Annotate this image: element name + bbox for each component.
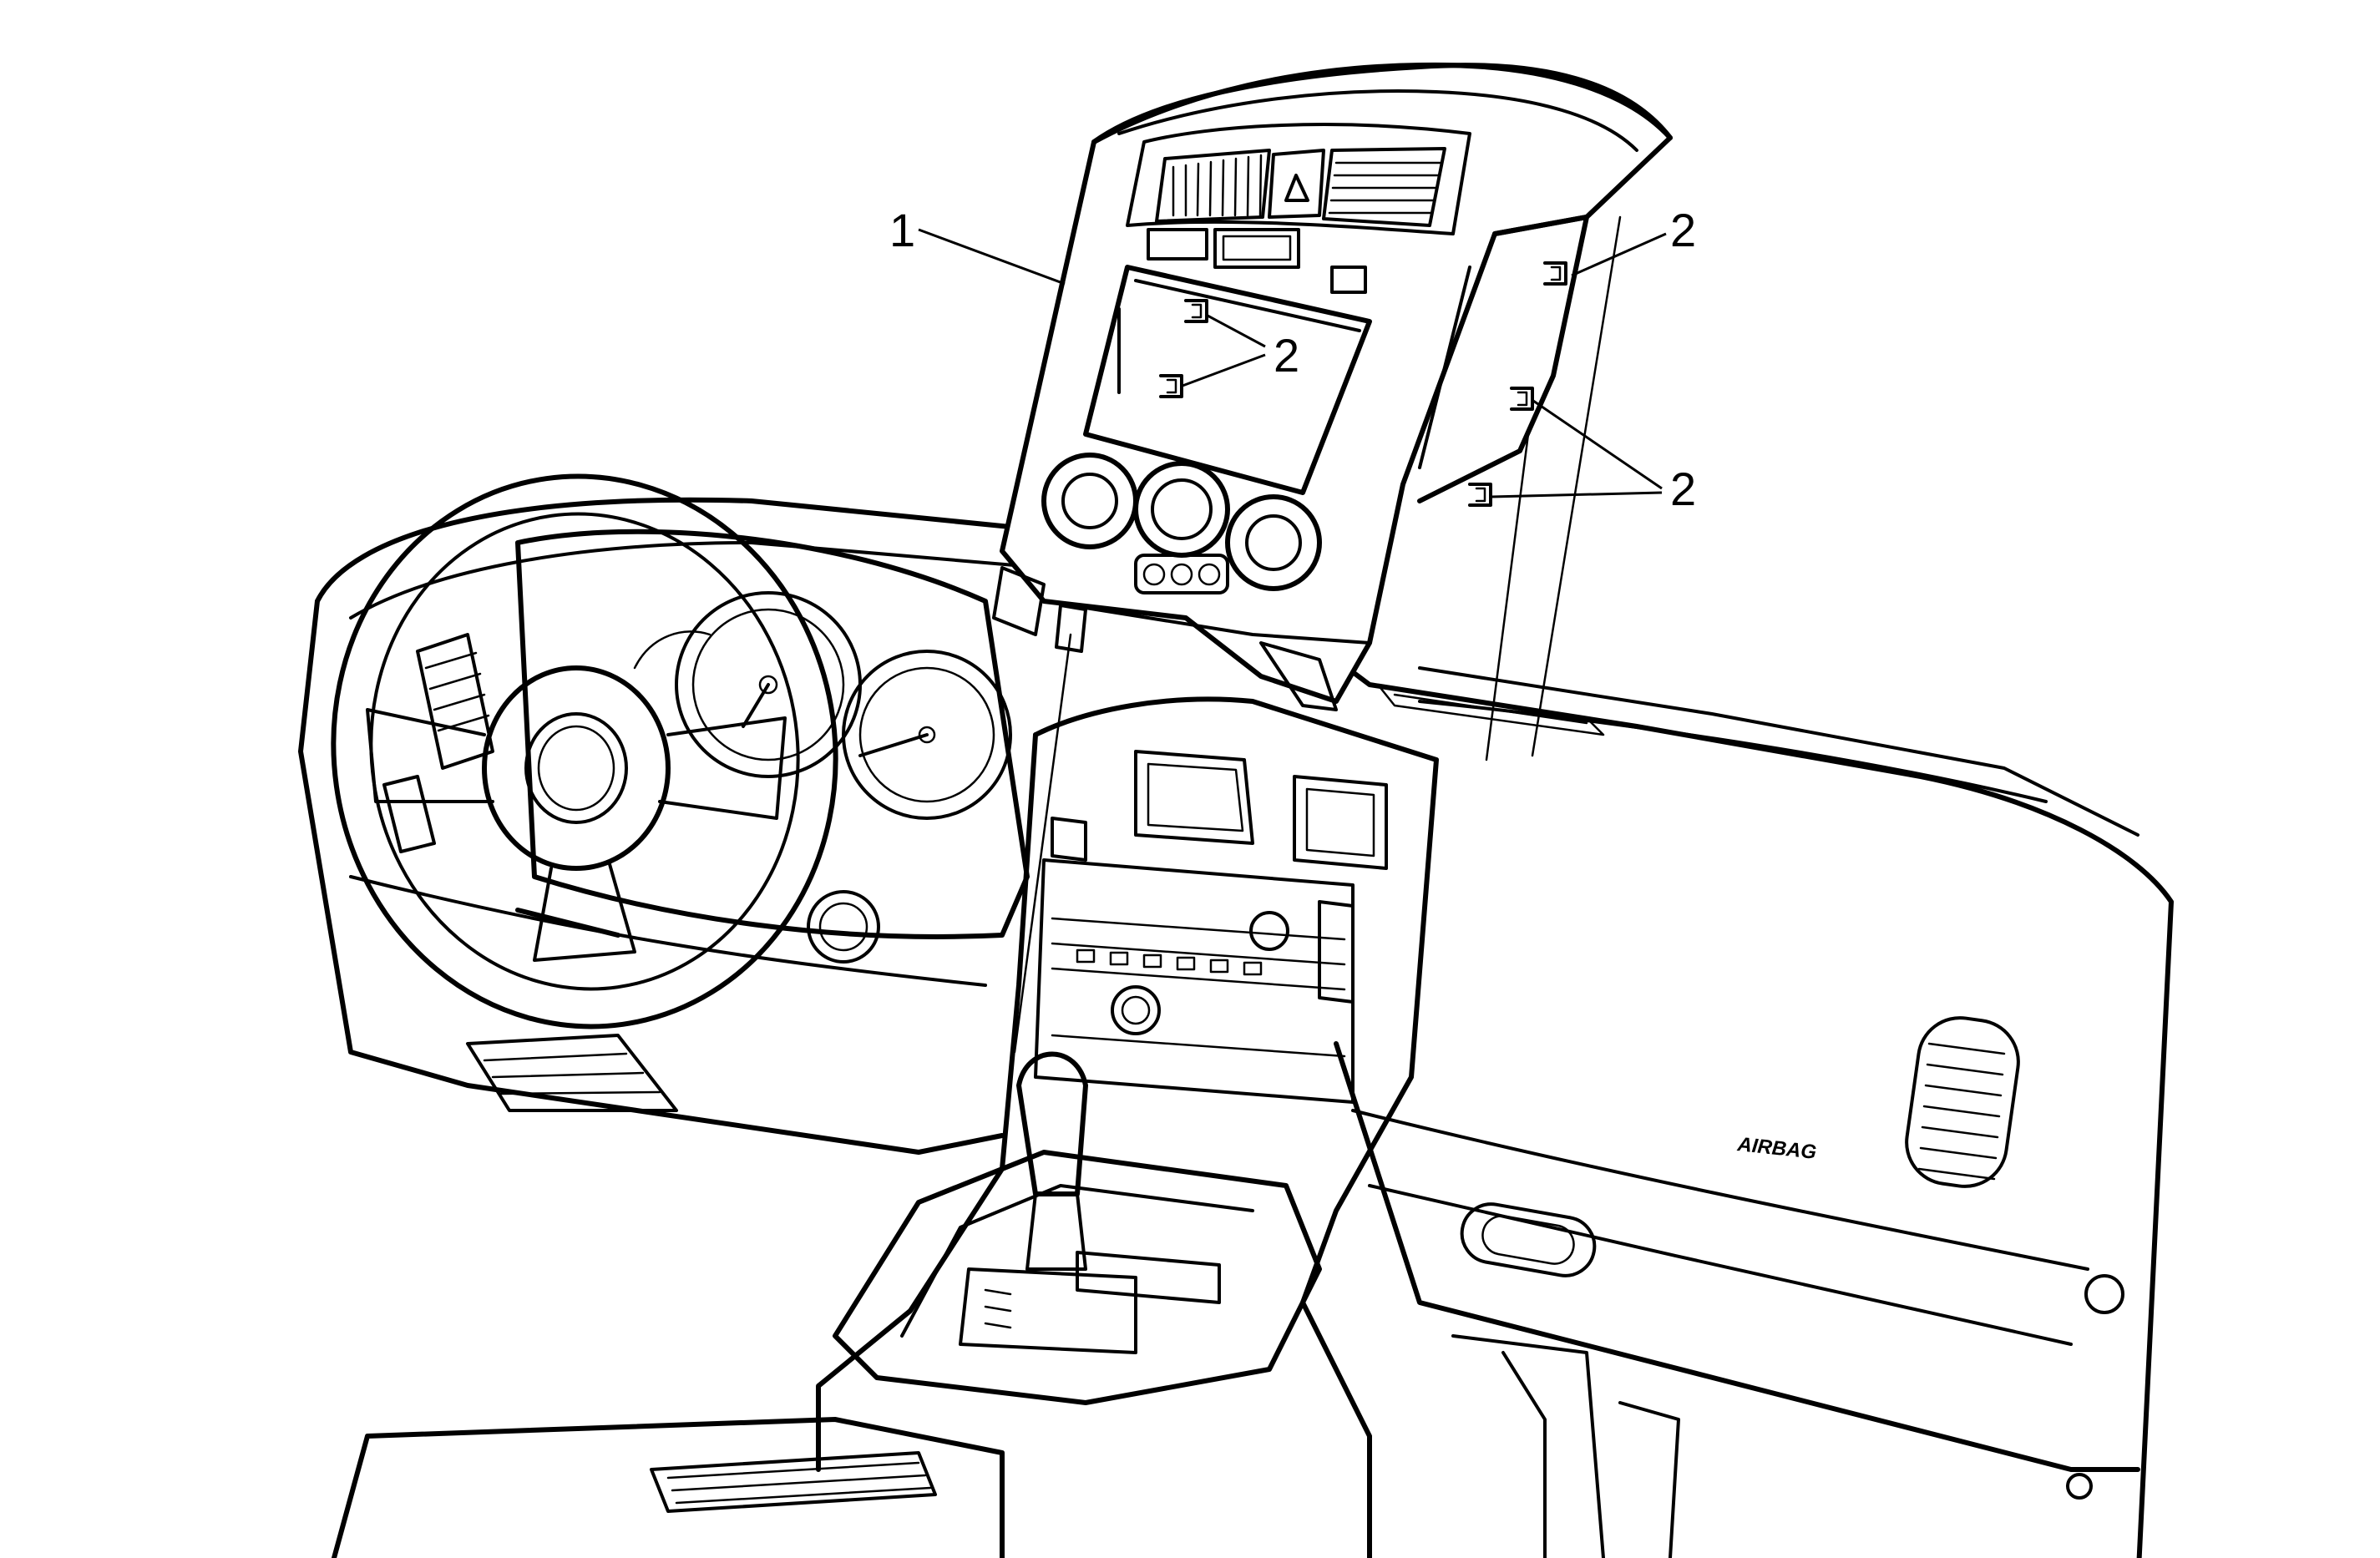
- retainer-clips: [1159, 261, 1567, 507]
- callout-2-top-right-label: 2: [1670, 204, 1696, 256]
- instrument-cluster: [515, 529, 1030, 964]
- explosion-lines: [1013, 215, 1622, 1054]
- shift-knob: [1016, 1051, 1088, 1196]
- airbag-label: AIRBAG: [1735, 1133, 1817, 1164]
- clip-2: [1159, 374, 1183, 398]
- callout-2-mid-right-label: 2: [1670, 463, 1696, 515]
- callout-1-label: 1: [889, 204, 915, 256]
- bezel-left-vent-louvers: [1172, 154, 1263, 217]
- clip-5: [1468, 483, 1492, 507]
- lower-right-structure: [1451, 1334, 1680, 1558]
- clip-1: [1184, 299, 1208, 323]
- center-stack: [816, 696, 1439, 1558]
- clip-3: [1543, 261, 1567, 286]
- right-vent-louvers: [1917, 1042, 2006, 1181]
- floor-console: [332, 1051, 1322, 1558]
- callout-2-center-label: 2: [1274, 329, 1299, 382]
- steering-wheel: [331, 473, 838, 1029]
- radio-preset-buttons: [1076, 948, 1263, 976]
- radio-volume-knob: [1111, 985, 1161, 1035]
- hazard-button: [1268, 149, 1325, 219]
- display-opening: [1083, 265, 1372, 495]
- bezel-right-vent-louvers: [1328, 161, 1442, 215]
- lower-left-grille: [466, 1034, 678, 1112]
- callout-1: 1: [889, 204, 1066, 286]
- callout-2-mid-right: 2: [1491, 399, 1696, 515]
- hvac-right-knob: [1225, 494, 1322, 591]
- clip-4: [1510, 387, 1534, 411]
- trim-bezel: [992, 62, 1673, 711]
- left-side-vents: [382, 633, 494, 853]
- radio-tune-knob: [1249, 911, 1289, 951]
- callout-2-center: 2: [1182, 314, 1299, 387]
- callout-2-top-right: 2: [1571, 204, 1696, 277]
